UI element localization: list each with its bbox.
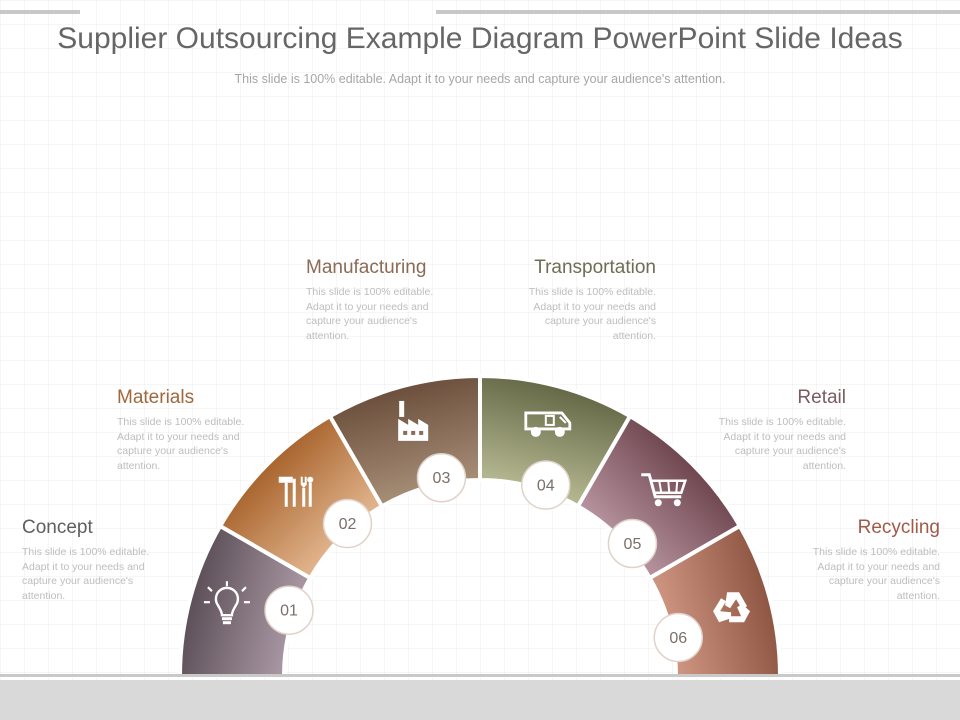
step-number: 04 xyxy=(537,478,555,495)
step-label-materials: Materials This slide is 100% editable. A… xyxy=(117,387,267,473)
step-desc-concept: This slide is 100% editable. Adapt it to… xyxy=(22,546,150,602)
step-number-badge: 05 xyxy=(607,518,658,569)
step-title-retail: Retail xyxy=(797,387,846,408)
step-desc-manufacturing: This slide is 100% editable. Adapt it to… xyxy=(306,286,434,342)
step-number: 02 xyxy=(339,516,357,533)
page-subtitle: This slide is 100% editable. Adapt it to… xyxy=(234,72,726,86)
truck-icon xyxy=(524,411,572,437)
step-number-badge: 04 xyxy=(521,460,571,510)
step-label-transportation: Transportation This slide is 100% editab… xyxy=(506,257,656,343)
step-label-retail: Retail This slide is 100% editable. Adap… xyxy=(696,387,846,473)
step-desc-transportation: This slide is 100% editable. Adapt it to… xyxy=(528,286,656,342)
factory-icon xyxy=(398,400,429,441)
lightbulb-icon xyxy=(203,581,250,625)
bottom-divider xyxy=(0,674,960,677)
step-title-manufacturing: Manufacturing xyxy=(306,257,427,278)
step-desc-materials: This slide is 100% editable. Adapt it to… xyxy=(117,416,245,472)
step-title-transportation: Transportation xyxy=(534,257,656,278)
bottom-bar xyxy=(0,680,960,720)
diagram-number-badges: 01 02 03 04 05 06 xyxy=(264,452,704,663)
semicircle-process-diagram: 01 02 03 04 05 06 xyxy=(177,373,783,678)
step-number-badge: 01 xyxy=(264,585,314,635)
step-label-recycling: Recycling This slide is 100% editable. A… xyxy=(790,517,940,603)
page-title: Supplier Outsourcing Example Diagram Pow… xyxy=(57,22,903,55)
step-number: 03 xyxy=(433,470,451,487)
step-number: 01 xyxy=(280,603,298,620)
step-desc-recycling: This slide is 100% editable. Adapt it to… xyxy=(812,546,940,602)
tools-icon xyxy=(278,476,314,507)
diagram-segments xyxy=(177,373,783,678)
recycle-icon xyxy=(713,592,751,623)
step-number: 06 xyxy=(669,630,687,647)
diagram-icons xyxy=(203,400,751,625)
step-number-badge: 03 xyxy=(416,452,467,503)
step-number-badge: 06 xyxy=(653,612,704,663)
step-title-concept: Concept xyxy=(22,517,93,538)
step-number: 05 xyxy=(624,536,642,553)
step-number-badge: 02 xyxy=(322,498,373,549)
top-bar-left xyxy=(0,10,80,14)
shopping-cart-icon xyxy=(641,473,688,507)
step-title-recycling: Recycling xyxy=(857,517,940,538)
top-bar-right xyxy=(436,10,960,14)
step-title-materials: Materials xyxy=(117,387,195,408)
step-label-manufacturing: Manufacturing This slide is 100% editabl… xyxy=(306,257,456,343)
step-desc-retail: This slide is 100% editable. Adapt it to… xyxy=(718,416,846,472)
step-label-concept: Concept This slide is 100% editable. Ada… xyxy=(22,517,172,603)
